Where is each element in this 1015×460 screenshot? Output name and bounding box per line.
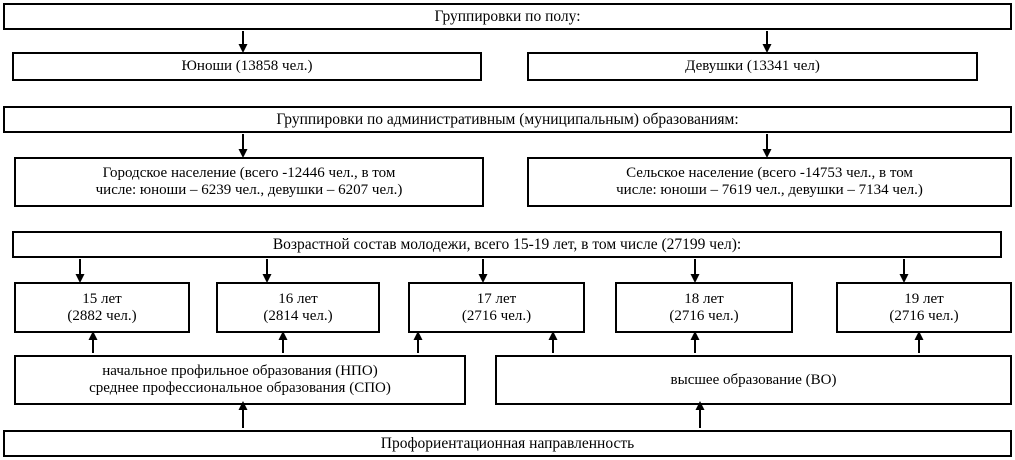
footer-box-career-orientation-label: Профориентационная направленность bbox=[380, 434, 635, 452]
age-box-19-line2: (2716 чел.) bbox=[889, 307, 959, 324]
education-box-npo-spo-line2: среднее профессиональное образования (СП… bbox=[89, 380, 391, 396]
age-box-16-line2: (2814 чел.) bbox=[263, 307, 333, 324]
age-box-17-line1: 17 лет bbox=[476, 290, 517, 307]
gender-box-male-label: Юноши (13858 чел.) bbox=[181, 58, 313, 75]
education-box-vo: высшее образование (ВО) bbox=[495, 355, 1012, 405]
footer-box-career-orientation: Профориентационная направленность bbox=[3, 430, 1012, 457]
administrative-box-rural: Сельское население (всего -14753 чел., в… bbox=[527, 157, 1012, 207]
gender-header-box: Группировки по полу: bbox=[3, 3, 1012, 30]
age-box-19: 19 лет (2716 чел.) bbox=[836, 282, 1012, 333]
age-box-17: 17 лет (2716 чел.) bbox=[408, 282, 585, 333]
education-box-npo-spo-line1: начальное профильное образования (НПО) bbox=[102, 363, 378, 380]
age-box-18-line2: (2716 чел.) bbox=[669, 307, 739, 324]
age-box-19-line1: 19 лет bbox=[904, 290, 944, 307]
gender-box-female-label: Девушки (13341 чел) bbox=[685, 58, 820, 75]
gender-box-male: Юноши (13858 чел.) bbox=[12, 52, 482, 81]
age-box-17-line2: (2716 чел.) bbox=[461, 307, 532, 324]
age-box-16: 16 лет (2814 чел.) bbox=[216, 282, 380, 333]
age-box-15: 15 лет (2882 чел.) bbox=[14, 282, 190, 333]
age-header-label: Возрастной состав молодежи, всего 15-19 … bbox=[272, 235, 742, 253]
age-box-15-line2: (2882 чел.) bbox=[67, 307, 137, 324]
gender-box-female: Девушки (13341 чел) bbox=[527, 52, 978, 81]
age-header-box: Возрастной состав молодежи, всего 15-19 … bbox=[12, 231, 1002, 258]
administrative-box-rural-line2: числе: юноши – 7619 чел., девушки – 7134… bbox=[616, 182, 923, 198]
age-box-18-line1: 18 лет bbox=[684, 290, 724, 307]
age-box-18: 18 лет (2716 чел.) bbox=[615, 282, 793, 333]
education-box-npo-spo: начальное профильное образования (НПО) с… bbox=[14, 355, 466, 405]
administrative-box-urban-line2: числе: юноши – 6239 чел., девушки – 6207… bbox=[95, 182, 403, 198]
administrative-box-urban-line1: Городское население (всего -12446 чел., … bbox=[102, 165, 396, 182]
age-box-15-line1: 15 лет bbox=[82, 290, 122, 307]
administrative-box-rural-line1: Сельское население (всего -14753 чел., в… bbox=[626, 165, 913, 182]
administrative-box-urban: Городское население (всего -12446 чел., … bbox=[14, 157, 484, 207]
education-box-vo-line1: высшее образование (ВО) bbox=[670, 371, 837, 388]
administrative-header-box: Группировки по административным (муницип… bbox=[3, 106, 1012, 133]
age-box-16-line1: 16 лет bbox=[278, 290, 318, 307]
gender-header-label: Группировки по полу: bbox=[434, 7, 581, 25]
administrative-header-label: Группировки по административным (муницип… bbox=[276, 110, 739, 128]
